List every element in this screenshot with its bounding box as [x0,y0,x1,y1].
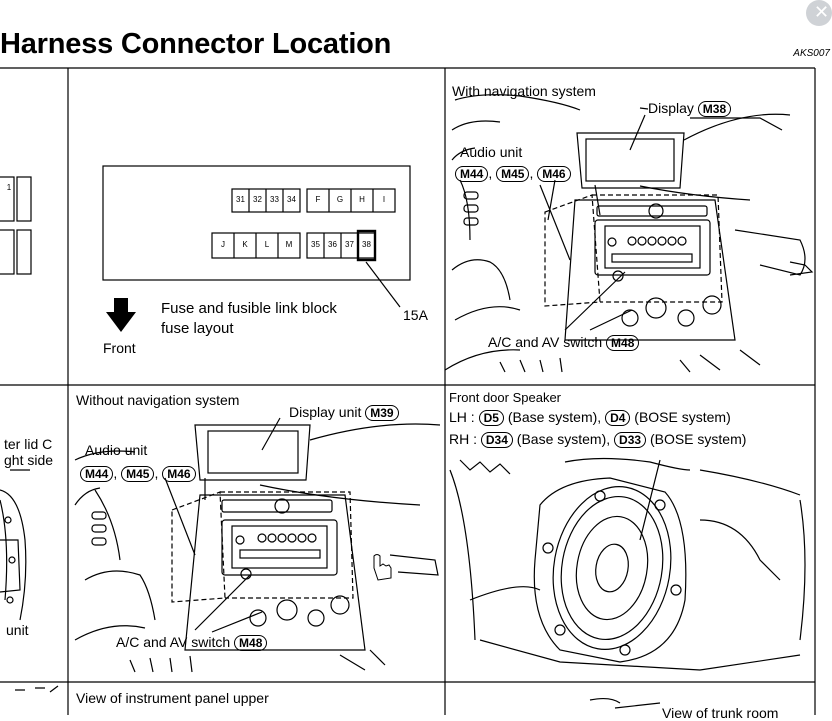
connector-badge: M45 [496,166,530,182]
fuse-H: H [359,195,365,204]
fuse-partial-label: 1 [6,183,12,192]
connector-badge: M46 [162,466,196,482]
left-lid-label-2: ght side [4,452,54,468]
document-code: AKS007 [793,48,830,59]
switch-label: A/C and AV switch [488,334,603,350]
fuse-K: K [242,240,248,249]
with-nav-audio-label: Audio unit [460,144,523,160]
front-label: Front [103,340,136,356]
page-title: Harness Connector Location [0,28,392,60]
speaker-rh-line: RH : D34 (Base system), D33 (BOSE system… [449,431,746,448]
switch-label: A/C and AV switch [116,634,231,650]
instrument-panel-heading: View of instrument panel upper [76,690,269,706]
connector-badge: M48 [234,635,268,651]
connector-badge: M45 [121,466,155,482]
fuse-37: 37 [345,240,354,249]
with-nav-heading: With navigation system [452,83,596,99]
without-nav-audio-label: Audio unit [85,442,148,458]
fuse-caption-line2: fuse layout [161,320,234,337]
fuse-amp-label: 15A [403,307,428,323]
rh-prefix: RH : [449,431,477,447]
lh-bose-text: (BOSE system) [634,409,731,425]
speaker-lh-line: LH : D5 (Base system), D4 (BOSE system) [449,409,731,426]
fuse-33: 33 [270,195,279,204]
fuse-caption-line1: Fuse and fusible link block [161,300,337,317]
connector-badge: M46 [537,166,571,182]
fuse-35: 35 [311,240,320,249]
connector-badge: M39 [365,405,399,421]
rh-bose-text: (BOSE system) [649,431,747,447]
with-nav-audio-conns: M44, M45, M46 [455,165,571,182]
lh-prefix: LH : [449,409,475,425]
display-label: Display [648,100,694,116]
connector-badge: M44 [80,466,114,482]
close-icon: ✕ [814,2,830,22]
fuse-J: J [221,240,225,249]
lh-base-text: (Base system), [507,409,602,425]
without-nav-display: Display unit M39 [289,404,399,421]
fuse-36: 36 [328,240,337,249]
trunk-room-heading: View of trunk room [662,705,779,721]
connector-badge: D33 [614,432,647,448]
connector-badge: D34 [480,432,513,448]
with-nav-display: Display M38 [648,100,732,117]
fuse-F: F [315,195,321,204]
connector-badge: M44 [455,166,489,182]
rh-base-text: (Base system), [516,431,611,447]
display-unit-label: Display unit [289,404,362,420]
fuse-I: I [382,195,386,204]
speaker-heading: Front door Speaker [449,390,562,405]
left-lid-label-1: ter lid C [4,436,53,452]
close-button[interactable]: ✕ [806,0,832,26]
fuse-32: 32 [253,195,262,204]
fuse-38: 38 [362,240,371,249]
fuse-G: G [336,195,344,204]
fuse-34: 34 [287,195,296,204]
fuse-31: 31 [236,195,245,204]
connector-badge: D4 [605,410,631,426]
fuse-M: M [285,240,293,249]
without-nav-audio-conns: M44, M45, M46 [80,465,196,482]
without-nav-switch: A/C and AV switch M48 [116,634,268,651]
with-nav-switch: A/C and AV switch M48 [488,334,640,351]
without-nav-heading: Without navigation system [76,392,240,408]
connector-badge: M38 [697,101,732,117]
left-unit-label: unit [6,622,29,638]
connector-badge: M48 [606,335,640,351]
fuse-L: L [264,240,270,249]
connector-badge: D5 [478,410,504,426]
